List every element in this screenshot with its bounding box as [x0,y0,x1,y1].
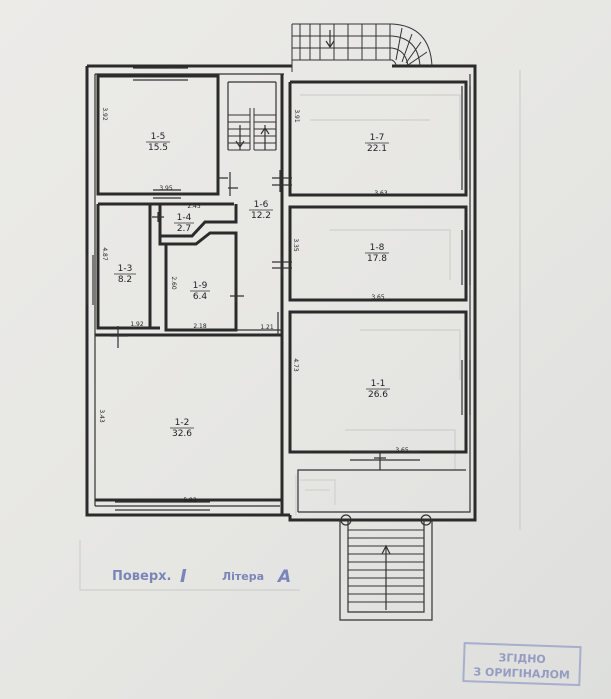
room-1-7-area: 22.1 [367,144,387,154]
dim-1-92: 1.92 [130,321,144,328]
room-1-3-id: 1-3 [118,264,133,274]
room-1-6-area: 12.2 [251,211,271,221]
room-1-5-walls [96,67,220,199]
dim-3-95: 3.95 [159,185,173,192]
dim-5-93: 5.93 [183,497,197,504]
room-1-8-id: 1-8 [370,243,385,253]
stamp-floor-value: I [180,566,187,587]
dim-3-43: 3.43 [98,409,105,423]
dim-2-18: 2.18 [193,323,207,330]
room-1-1-id: 1-1 [371,379,386,389]
stamp-box-line1: ЗГІДНО [498,651,546,666]
room-1-7-id: 1-7 [370,133,385,143]
stamp-letter-label: Літера [222,570,264,583]
room-1-6-id: 1-6 [254,200,269,210]
dim-3-35: 3.35 [292,238,299,252]
dimension-labels: 3.92 3.91 3.95 3.63 2.45 3.35 4.87 2.60 … [98,107,409,504]
dim-3-65-b: 3.65 [395,447,409,454]
background-ghost-lines [79,70,521,591]
room-1-3-area: 8.2 [118,275,132,285]
dim-3-63: 3.63 [374,190,388,197]
dim-4-87: 4.87 [101,247,108,261]
room-1-4-area: 2.7 [177,224,191,234]
inner-stair [227,81,277,151]
dim-2-60: 2.60 [170,276,177,290]
stamp-floor-label: Поверх. [112,569,171,584]
floor-stamp: Поверх. I Літера А [112,566,291,587]
room-1-5-id: 1-5 [151,132,166,142]
room-1-8-area: 17.8 [367,254,387,264]
top-curved-stair [291,23,433,72]
entrance-stair [339,514,433,621]
dim-3-65-a: 3.65 [371,294,385,301]
room-1-9-id: 1-9 [193,281,208,291]
stamp-letter-value: А [276,567,291,587]
room-1-2-id: 1-2 [175,418,190,428]
room-labels: 1-5 15.5 1-7 22.1 1-6 12.2 1-4 2.7 1-8 1… [114,132,390,439]
windows [86,86,471,511]
room-1-9-area: 6.4 [193,292,208,302]
room-1-5-area: 15.5 [148,143,168,153]
door-marks [110,170,386,470]
dim-4-73: 4.73 [292,358,299,372]
exterior-walls [85,64,477,522]
room-1-4-id: 1-4 [177,213,192,223]
dim-3-91: 3.91 [293,109,300,123]
room-1-2-area: 32.6 [172,429,192,439]
dim-3-92: 3.92 [101,107,108,121]
dim-1-21: 1.21 [260,324,274,331]
partition-walls [95,74,468,515]
approval-stamp: ЗГІДНО З ОРИГІНАЛОМ [462,642,582,687]
dim-2-45: 2.45 [187,203,201,210]
stamp-box-line2: З ОРИГІНАЛОМ [473,665,570,681]
room-1-1-area: 26.6 [368,390,388,400]
